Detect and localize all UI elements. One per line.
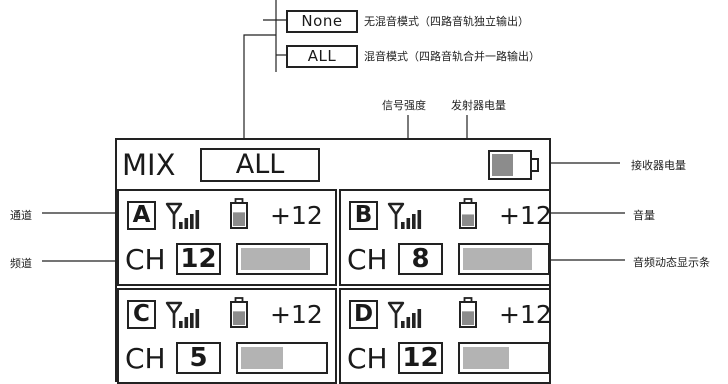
antenna-signal-icon — [165, 301, 200, 328]
audio-level-meter — [236, 342, 328, 374]
ch-label: CH — [347, 342, 388, 375]
channel-panel-c: C +12 CH 5 — [117, 288, 337, 384]
audio-level-fill — [241, 347, 283, 369]
channel-panel-a: A +12 CH 12 — [117, 189, 337, 286]
audio-level-fill — [241, 248, 310, 270]
channel-letter: C — [127, 300, 156, 329]
audio-meter-label: 音频动态显示条 — [633, 256, 710, 269]
battery-icon — [230, 198, 248, 229]
antenna-signal-icon — [387, 301, 422, 328]
ch-label: CH — [125, 342, 166, 375]
antenna-signal-icon — [387, 202, 422, 229]
all-mode-description: 混音模式（四路音轨合并一路输出） — [364, 50, 540, 63]
mix-label: MIX — [122, 148, 176, 182]
channel-number: 12 — [176, 243, 221, 275]
volume-value: +12 — [499, 201, 552, 230]
volume-value: +12 — [499, 300, 552, 329]
volume-label: 音量 — [633, 209, 655, 222]
ch-label: CH — [125, 243, 166, 276]
receiver-battery-label: 接收器电量 — [631, 159, 686, 172]
battery-icon — [459, 198, 477, 229]
mix-mode-value: ALL — [200, 148, 320, 182]
transmitter-battery-label: 发射器电量 — [451, 99, 506, 112]
receiver-display: MIX ALL A +12 CH 12 B — [115, 138, 552, 384]
channel-number: 5 — [176, 342, 221, 374]
channel-panel-d: D +12 CH 12 — [339, 288, 552, 384]
frequency-channel-label: 频道 — [10, 257, 32, 270]
channel-letter: A — [127, 201, 156, 230]
signal-strength-label: 信号强度 — [382, 99, 426, 112]
audio-level-meter — [236, 243, 328, 275]
audio-level-meter — [458, 342, 550, 374]
none-mode-label: None — [286, 10, 358, 33]
audio-level-meter — [458, 243, 550, 275]
all-mode-label: ALL — [286, 45, 358, 68]
channel-number: 12 — [398, 342, 443, 374]
ch-label: CH — [347, 243, 388, 276]
antenna-signal-icon — [165, 202, 200, 229]
audio-level-fill — [463, 248, 532, 270]
volume-value: +12 — [270, 300, 323, 329]
channel-panel-b: B +12 CH 8 — [339, 189, 552, 286]
volume-value: +12 — [270, 201, 323, 230]
channel-letter: D — [349, 300, 378, 329]
battery-icon — [459, 297, 477, 328]
audio-level-fill — [463, 347, 509, 369]
channel-label: 通道 — [10, 209, 32, 222]
none-mode-description: 无混音模式（四路音轨独立输出） — [364, 15, 529, 28]
channel-number: 8 — [398, 243, 443, 275]
battery-icon — [230, 297, 248, 328]
channel-letter: B — [349, 201, 378, 230]
